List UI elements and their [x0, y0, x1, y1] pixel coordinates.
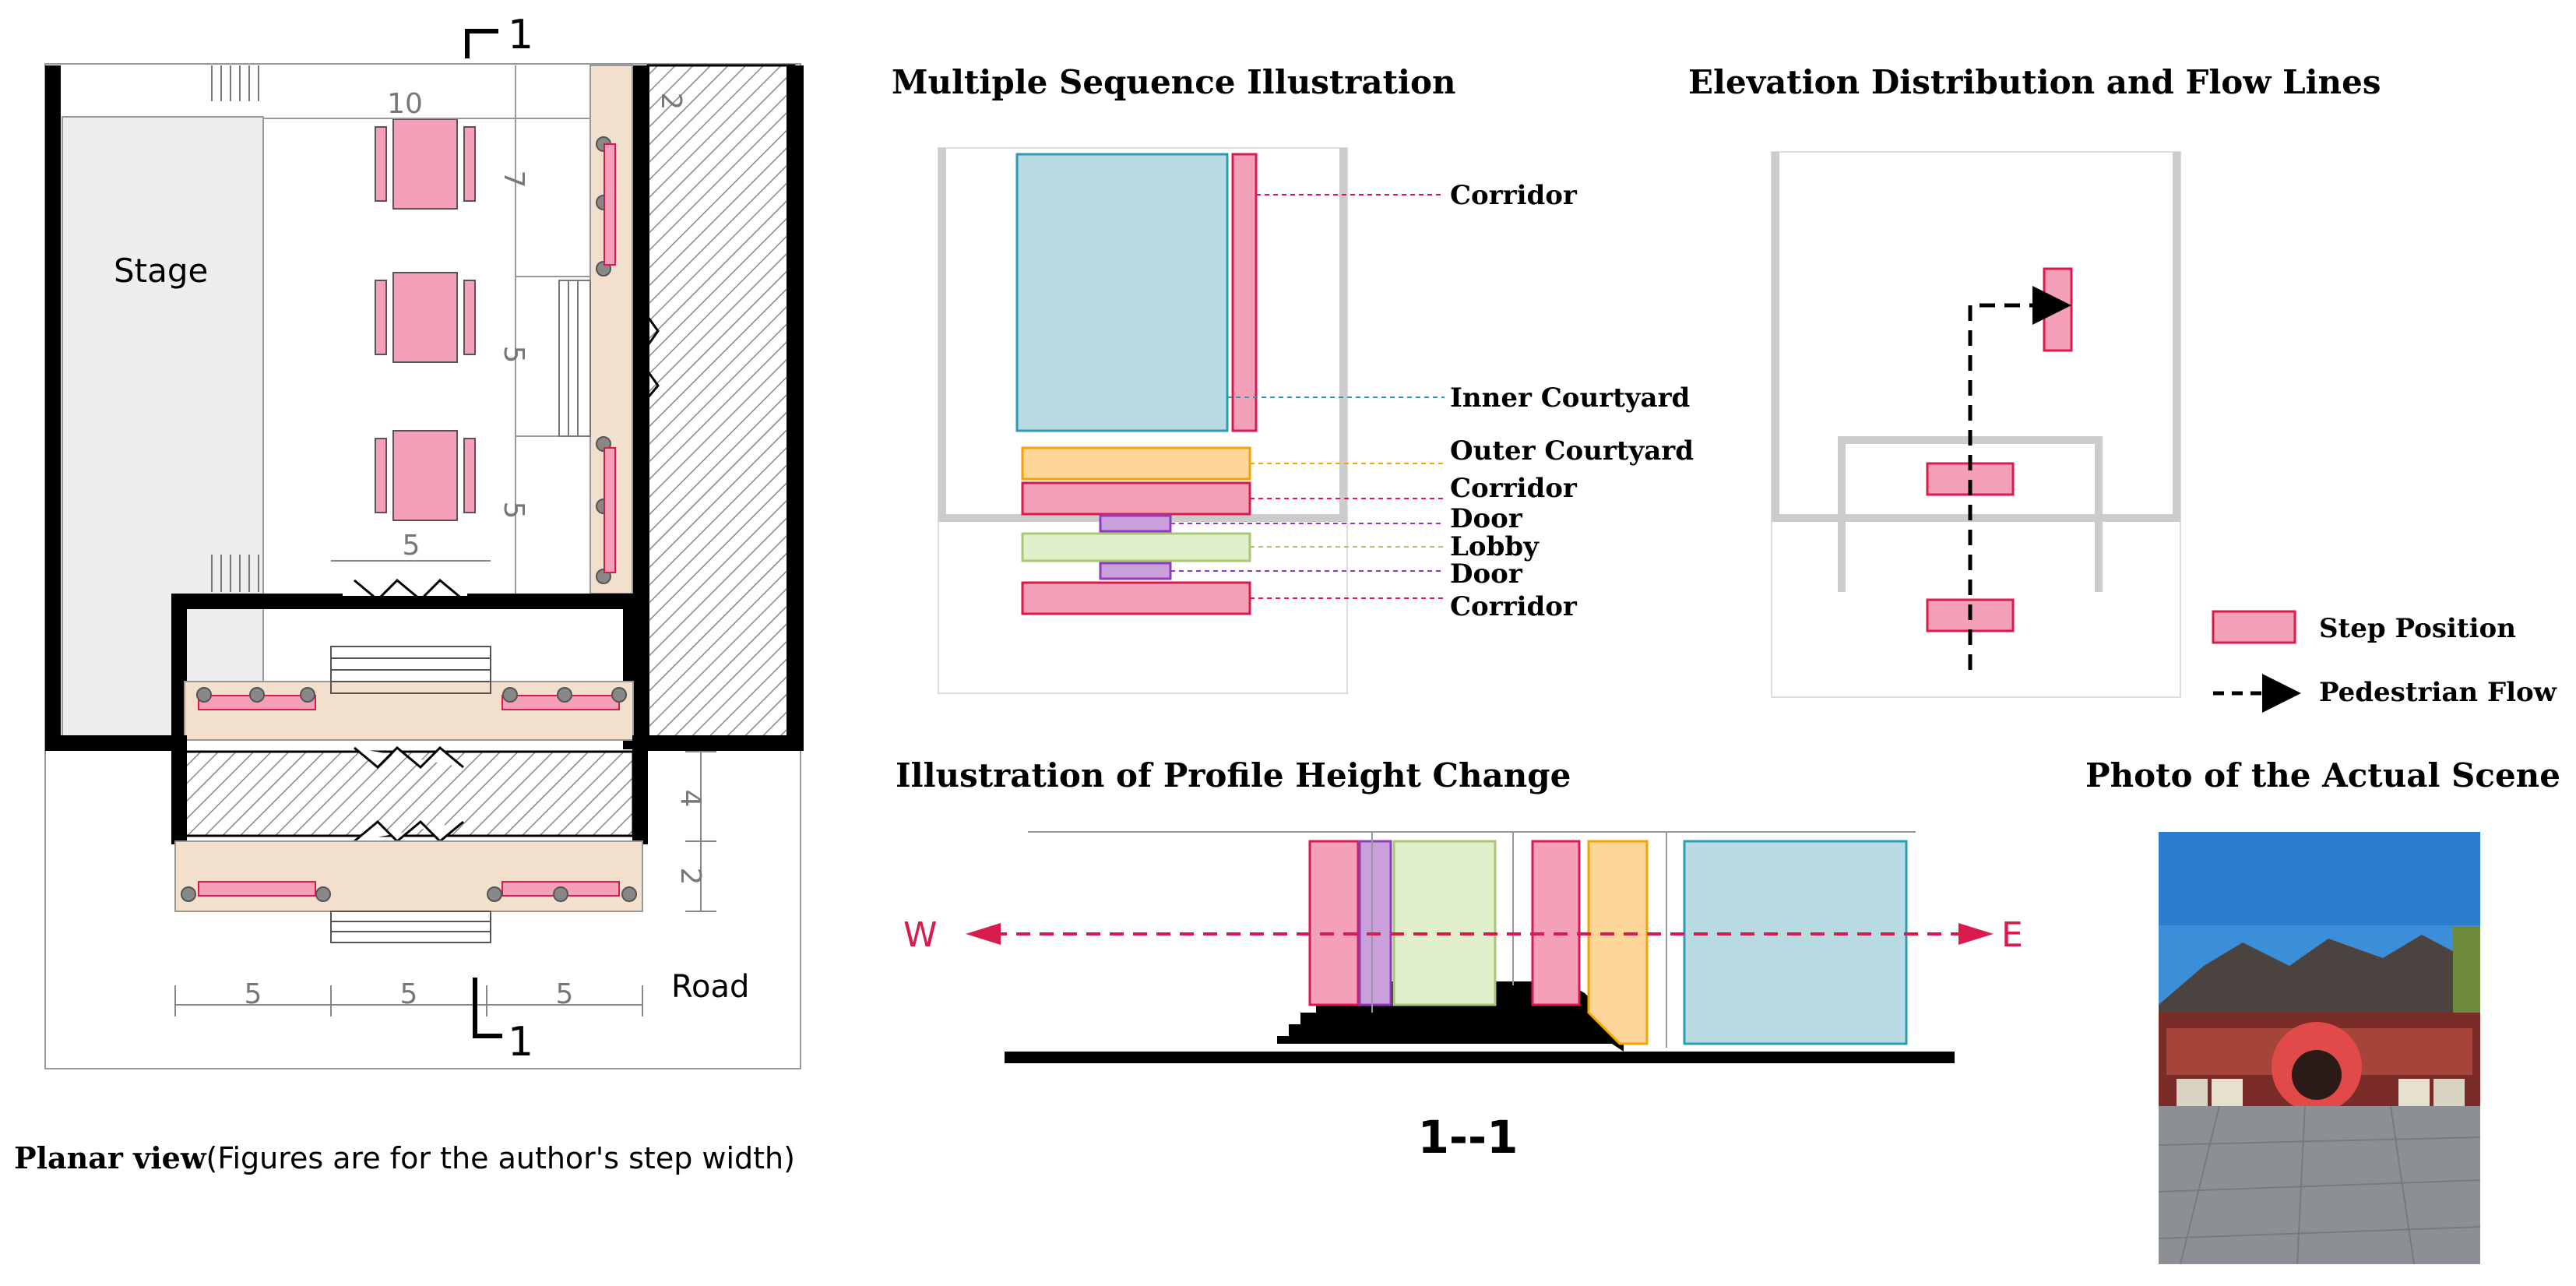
section-mark-top	[465, 29, 498, 58]
north-door-symbol	[354, 578, 464, 602]
profile-door	[1358, 840, 1392, 1006]
label-corridor-1: Corridor	[1450, 180, 1578, 211]
profile-outer-courtyard	[1587, 840, 1649, 1045]
corridor-block-3	[1021, 581, 1251, 615]
dim-2-a: 2	[655, 93, 687, 111]
plan-caption: Planar view(Figures are for the author's…	[14, 1140, 795, 1175]
lobby-north-wall	[171, 594, 639, 609]
legend-step-swatch	[2212, 610, 2296, 644]
elev-step-1	[2043, 267, 2073, 352]
profile-title: Illustration of Profile Height Change	[896, 756, 1571, 795]
elevation-title: Elevation Distribution and Flow Lines	[1688, 63, 2381, 101]
plan-caption-bold: Planar view	[14, 1140, 207, 1175]
road-label: Road	[671, 969, 749, 1005]
east-wall	[787, 65, 804, 751]
plan-caption-rest: (Figures are for the author's step width…	[206, 1141, 795, 1175]
dim-2-b: 2	[674, 868, 706, 886]
sequence-diagram: Corridor Inner Courtyard Outer Courtyard…	[938, 147, 1694, 694]
profile-lobby	[1392, 840, 1497, 1006]
dim-5-b: 5	[498, 502, 530, 520]
table-group-3	[375, 430, 476, 521]
dim-7: 7	[498, 171, 530, 188]
step-east-1	[604, 143, 616, 266]
entrance-stairs	[330, 911, 491, 943]
label-lobby: Lobby	[1450, 531, 1540, 562]
label-outer-courtyard: Outer Courtyard	[1450, 435, 1694, 467]
section-mark-bottom	[473, 978, 502, 1038]
profile-corridor-1	[1308, 840, 1360, 1006]
profile-corridor-2	[1531, 840, 1581, 1006]
dim-5-f: 5	[556, 978, 574, 1010]
label-inner-courtyard: Inner Courtyard	[1450, 382, 1690, 414]
dim-10: 10	[387, 88, 423, 120]
stairs-bottom-left	[211, 555, 259, 592]
south-wall-left	[45, 735, 178, 751]
west-arrowhead	[966, 923, 1001, 945]
profile-diagram: W E 1--1	[903, 831, 2023, 1164]
ground-profile	[1005, 981, 1955, 1063]
step-east-2	[604, 447, 616, 573]
profile-inner-courtyard	[1683, 840, 1908, 1045]
inner-east-wall	[632, 65, 649, 743]
dim-5-e: 5	[400, 978, 418, 1010]
pedestrian-flow-line	[1968, 286, 2071, 670]
section-mark-top-label: 1	[508, 12, 533, 58]
east-arrowhead	[1958, 923, 1994, 945]
photo-title: Photo of the Actual Scene	[2085, 756, 2560, 795]
outer-courtyard-block	[1021, 446, 1251, 481]
stage-label: Stage	[114, 252, 208, 290]
corridor-block-2	[1021, 481, 1251, 516]
gate-passage	[183, 750, 635, 837]
dim-5-a: 5	[498, 346, 530, 364]
plan-view: Stage	[14, 12, 804, 1175]
label-door-1: Door	[1450, 503, 1523, 534]
stairs-top	[211, 65, 259, 101]
west-wall	[45, 65, 61, 751]
door-block-1	[1099, 514, 1172, 533]
dim-5-d: 5	[245, 978, 262, 1010]
lobby-block	[1021, 532, 1251, 562]
legend-step-label: Step Position	[2319, 613, 2516, 644]
table-group-1	[375, 118, 476, 210]
west-label: W	[903, 915, 938, 955]
sequence-title: Multiple Sequence Illustration	[892, 63, 1456, 101]
label-door-2: Door	[1450, 558, 1523, 590]
dim-5-c: 5	[403, 530, 421, 562]
legend: Step Position Pedestrian Flow	[2212, 610, 2557, 713]
entrance-corridor	[174, 840, 643, 912]
east-door-symbol	[637, 303, 660, 410]
south-wall-right	[632, 735, 804, 751]
stairs-mid	[558, 280, 591, 437]
dimension-lines	[174, 560, 716, 1016]
table-group-2	[375, 272, 476, 363]
label-corridor-3: Corridor	[1450, 591, 1578, 622]
section-mark-bottom-label: 1	[508, 1019, 533, 1066]
scene-photo	[2158, 832, 2481, 1265]
section-label: 1--1	[1418, 1111, 1519, 1164]
legend-flow-label: Pedestrian Flow	[2319, 677, 2557, 708]
right-building	[646, 64, 796, 741]
inner-courtyard-block	[1015, 153, 1229, 432]
stage-area	[62, 116, 264, 737]
dim-4: 4	[674, 790, 706, 808]
door-block-2	[1099, 562, 1172, 580]
lobby-stairs	[330, 646, 491, 694]
elevation-diagram	[1771, 151, 2181, 698]
label-corridor-2: Corridor	[1450, 473, 1578, 504]
corridor-block-1	[1231, 153, 1258, 432]
east-label: E	[2001, 915, 2023, 955]
